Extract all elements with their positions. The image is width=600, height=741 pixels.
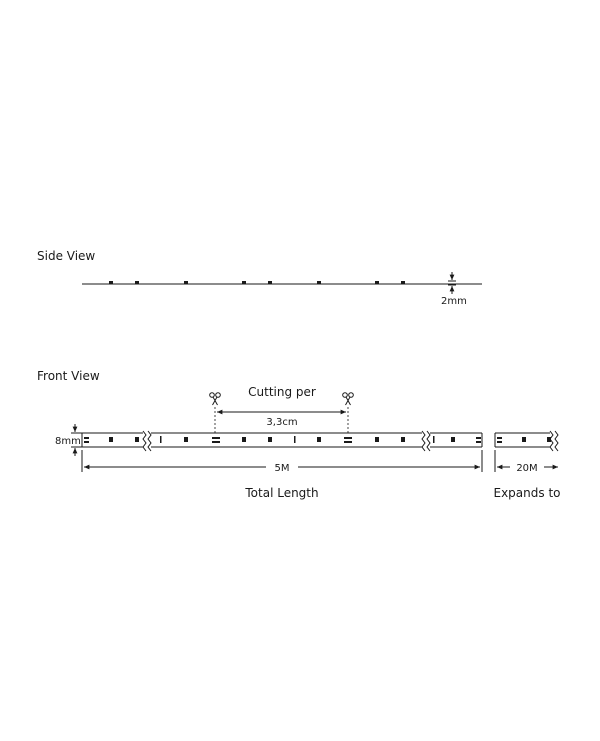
led-chip [547,437,551,442]
cut-pad [497,441,502,443]
cut-pad [344,437,352,439]
led-chip [109,437,113,442]
scissors-icon [342,392,354,406]
break-mark-icon [142,430,152,452]
led-chip [242,437,246,442]
length-value: 5M [275,463,290,474]
strip-segment-end [430,432,483,448]
led-chip [522,437,526,442]
cut-pad [497,437,502,439]
side-led-chip [135,281,139,284]
led-chip [401,437,405,442]
expansion-led-chips [497,437,551,443]
led-chip [317,437,321,442]
break-mark-icon [549,430,559,452]
side-led-chip [109,281,113,284]
cut-pad [84,437,89,439]
cut-pad [84,441,89,443]
front-view-title: Front View [37,369,100,383]
resistor [433,436,435,443]
side-led-chip [242,281,246,284]
expand-caption: Expands to [494,486,561,500]
led-chip [135,437,139,442]
side-led-chip [401,281,405,284]
side-led-chip [317,281,321,284]
led-chip [268,437,272,442]
expand-value: 20M [516,463,537,474]
cut-pad [476,441,481,443]
cut-pad [476,437,481,439]
front-led-chips [84,436,481,443]
cut-pad [212,441,220,443]
side-led-chip [375,281,379,284]
side-led-chip [268,281,272,284]
width-dimension [71,424,82,456]
resistor [294,436,296,443]
strip-segment-main [81,432,143,448]
side-view-led-chips [109,281,405,284]
thickness-label: 2mm [441,296,467,307]
scissors-icon [209,392,221,406]
cut-pad [344,441,352,443]
width-label: 8mm [55,436,81,447]
resistor [160,436,162,443]
side-led-chip [184,281,188,284]
thickness-dimension [448,272,456,294]
strip-segment-expansion [494,432,550,448]
side-view-title: Side View [37,249,95,263]
led-chip [184,437,188,442]
strip-segment-middle [151,432,422,448]
cutting-title: Cutting per [248,385,316,399]
led-chip [451,437,455,442]
cut-pad [212,437,220,439]
led-chip [375,437,379,442]
break-mark-icon [421,430,431,452]
length-caption: Total Length [244,486,318,500]
cutting-interval-label: 3,3cm [266,417,297,428]
